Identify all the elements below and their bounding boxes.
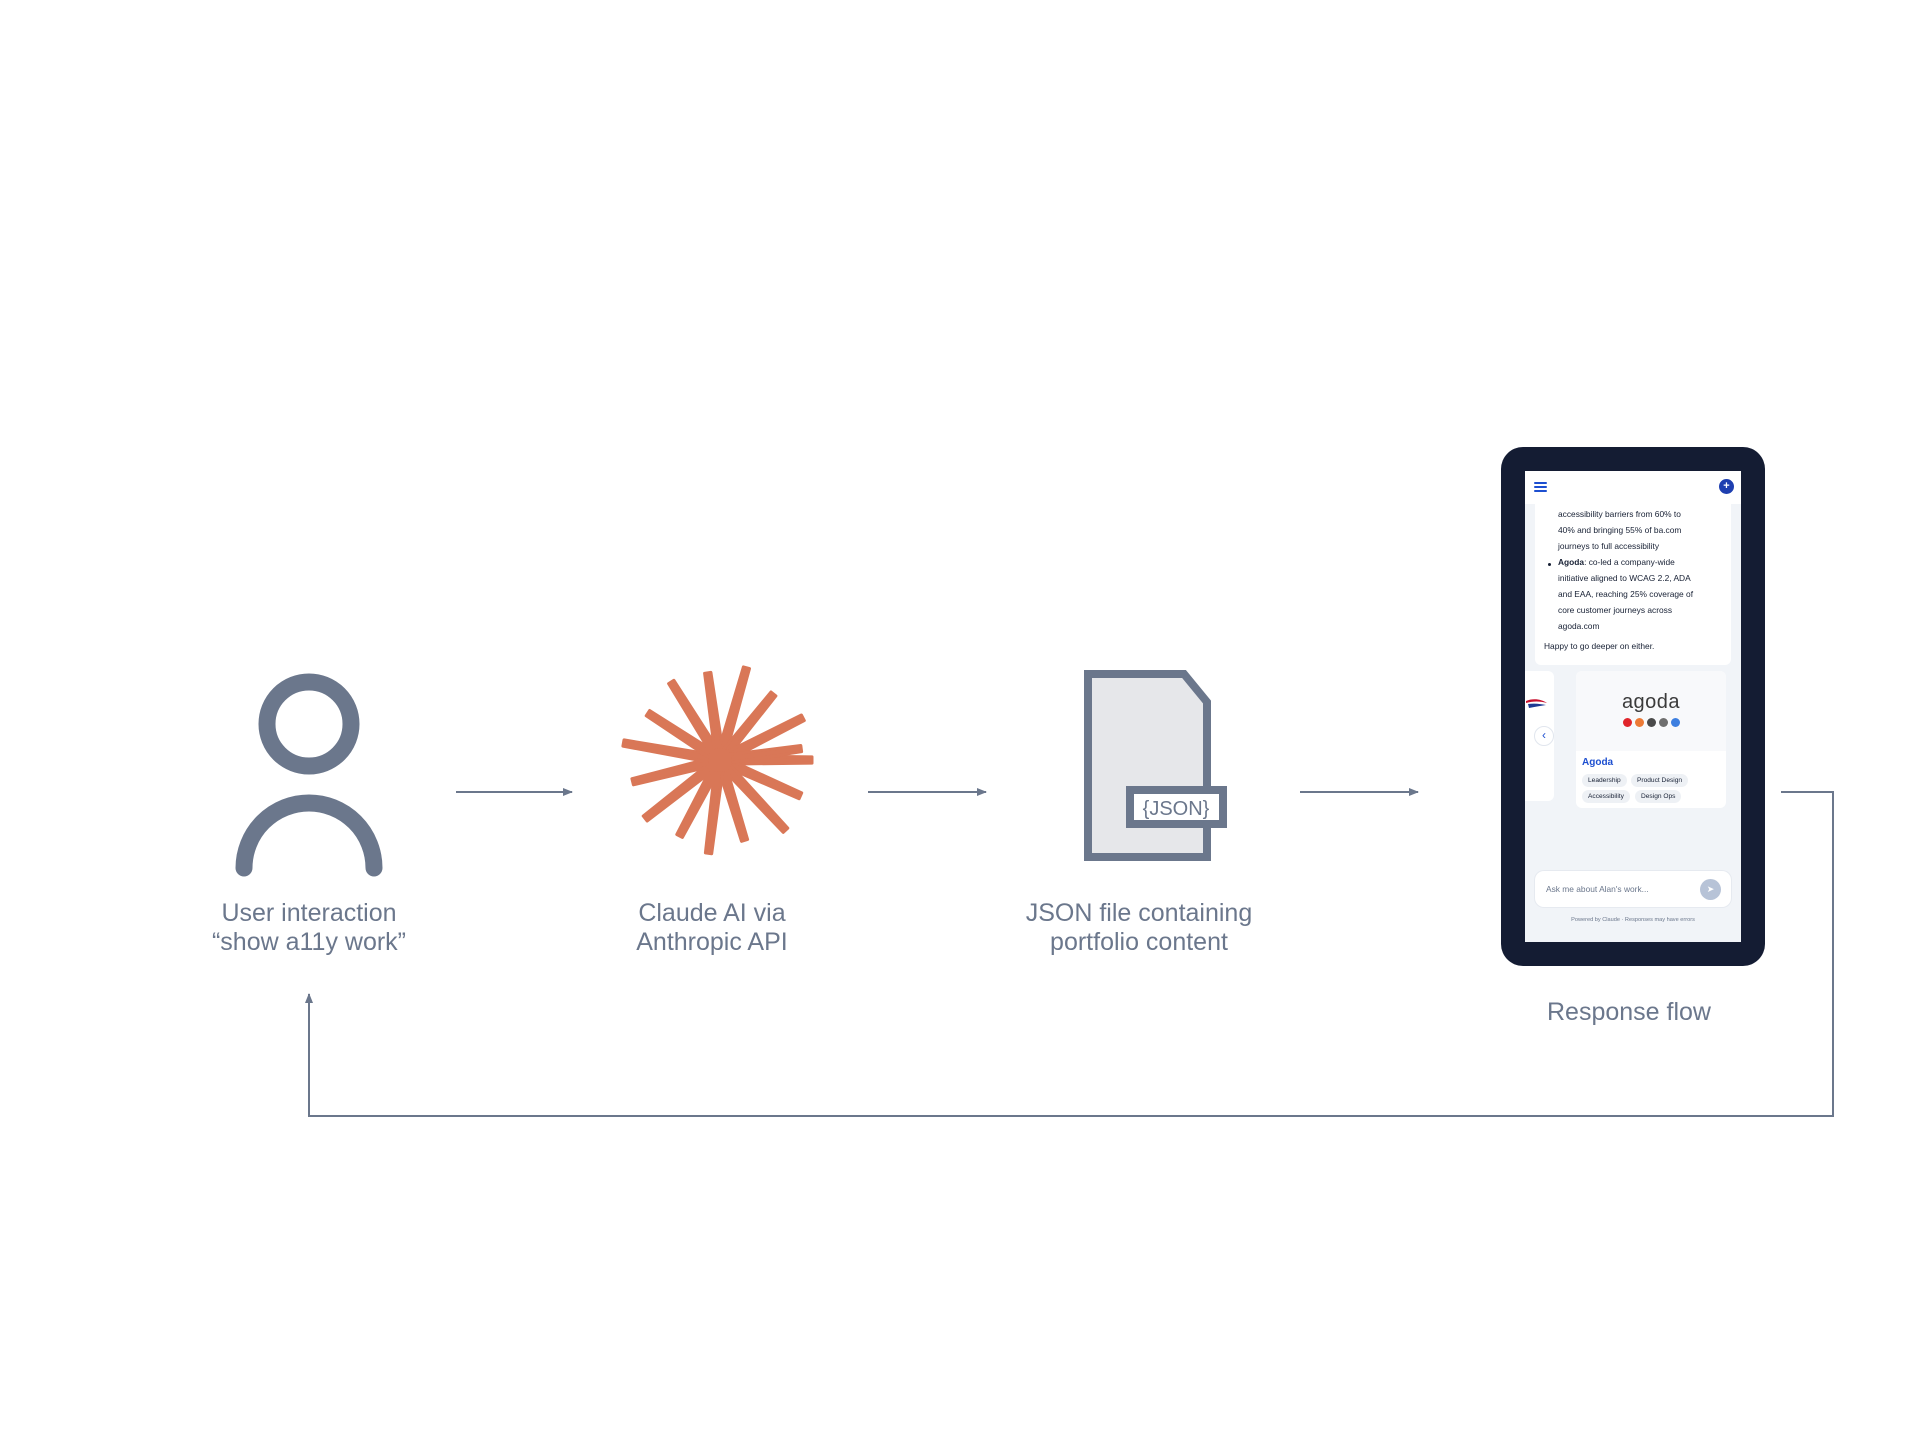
claude-node-label: Claude AI via Anthropic API [552,899,872,957]
project-tag: Design Ops [1635,790,1682,803]
carousel-prev-button[interactable]: ‹ [1534,726,1554,746]
message-line: core customer journeys across [1558,605,1673,615]
footer-disclaimer: Powered by Claude · Responses may have e… [1571,917,1695,923]
claude-starburst-icon [621,665,814,856]
project-tag: Product Design [1631,774,1689,787]
agoda-logo: agoda [1576,671,1726,751]
message-line: journeys to full accessibility [1558,541,1660,551]
project-card-title[interactable]: Agoda [1582,757,1614,768]
message-bullet-rest: : co-led a company-wide [1584,557,1675,567]
json-file-icon: {JSON} [1084,670,1227,861]
json-node-label: JSON file containing portfolio content [979,899,1299,957]
json-label-line2: portfolio content [1050,928,1228,956]
phone-mockup: + airlines in 2023, reducing accessibili… [1501,447,1765,966]
agoda-wordmark: agoda [1621,691,1681,713]
user-label-line1: User interaction [221,899,397,927]
starburst-core [708,748,732,772]
json-label-line1: JSON file containing [1025,899,1253,927]
project-tag: Accessibility [1582,790,1630,803]
british-airways-logo-icon [1526,699,1547,708]
response-label: Response flow [1547,998,1711,1026]
project-card-agoda[interactable]: agoda Agoda Leadership Product Design Ac… [1576,671,1726,808]
chat-input[interactable]: Ask me about Alan's work... ➤ [1535,871,1731,907]
new-chat-icon[interactable]: + [1719,479,1734,494]
chat-header: + [1525,471,1741,504]
assistant-message: airlines in 2023, reducing accessibility… [1535,491,1731,665]
user-node-label: User interaction “show a11y work” [149,899,469,957]
claude-label-line2: Anthropic API [636,928,788,956]
response-node-label: Response flow [1469,998,1789,1027]
hamburger-menu-icon[interactable] [1534,482,1547,493]
project-tag: Leadership [1582,774,1627,787]
arrow-response-loop-back [305,791,1834,1117]
message-bullet-bold: Agoda [1558,557,1585,567]
chat-input-placeholder[interactable]: Ask me about Alan's work... [1546,884,1649,894]
message-closing: Happy to go deeper on either. [1544,641,1655,651]
message-line: and EAA, reaching 25% coverage of [1558,589,1694,599]
message-bullet-line: Agoda: co-led a company-wide [1558,555,1675,571]
message-line: 40% and bringing 55% of ba.com [1558,525,1682,535]
user-icon [235,673,383,877]
agoda-dots-icon [1623,718,1680,728]
message-line: initiative aligned to WCAG 2.2, ADA [1558,573,1691,583]
claude-label-line1: Claude AI via [638,899,786,927]
bullet-icon [1548,563,1551,566]
user-label-line2: “show a11y work” [211,928,407,956]
send-button[interactable]: ➤ [1700,879,1721,900]
message-line: agoda.com [1558,621,1600,631]
message-line: accessibility barriers from 60% to [1558,509,1681,519]
json-badge-label: {JSON} [1143,798,1210,820]
phone-screen: + airlines in 2023, reducing accessibili… [1525,471,1741,942]
